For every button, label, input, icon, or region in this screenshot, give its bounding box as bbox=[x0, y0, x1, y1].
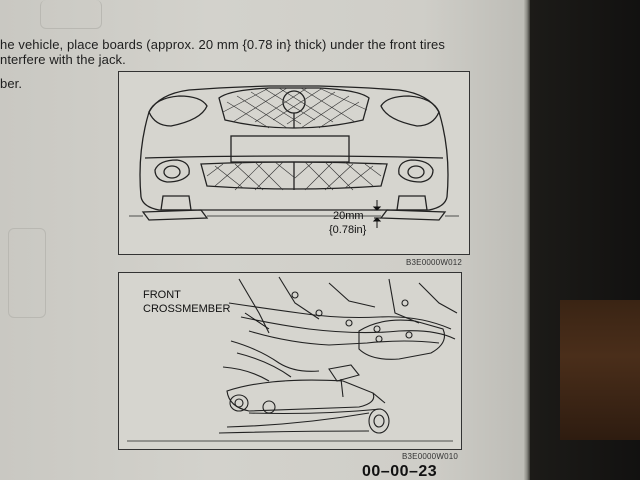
car-front-illustration: 20mm {0.78in} bbox=[129, 85, 459, 236]
figure-code-top: B3E0000W012 bbox=[406, 258, 463, 267]
instruction-line-1: he vehicle, place boards (approx. 20 mm … bbox=[0, 37, 445, 52]
crossmember-jack-illustration: FRONT CROSSMEMBER bbox=[127, 276, 458, 442]
instruction-line-2: nterfere with the jack. bbox=[0, 52, 126, 67]
figure-code-bottom: B3E0000W010 bbox=[402, 452, 459, 461]
ghost-print-box bbox=[40, 0, 102, 29]
page-number: 00–00–23 bbox=[362, 463, 438, 480]
dimension-mm-label: 20mm bbox=[333, 210, 364, 222]
front-crossmember-figure: FRONT CROSSMEMBER bbox=[118, 272, 462, 450]
dimension-in-label: {0.78in} bbox=[329, 224, 367, 236]
front-label: FRONT bbox=[143, 289, 181, 301]
front-tire-boards-figure: 20mm {0.78in} bbox=[118, 71, 470, 255]
page-edge bbox=[524, 0, 530, 480]
crossmember-label: CROSSMEMBER bbox=[143, 303, 230, 315]
manual-page: he vehicle, place boards (approx. 20 mm … bbox=[0, 0, 528, 480]
background-wood bbox=[560, 300, 640, 440]
instruction-line-3: ber. bbox=[0, 76, 23, 91]
ghost-print-box bbox=[8, 228, 46, 318]
